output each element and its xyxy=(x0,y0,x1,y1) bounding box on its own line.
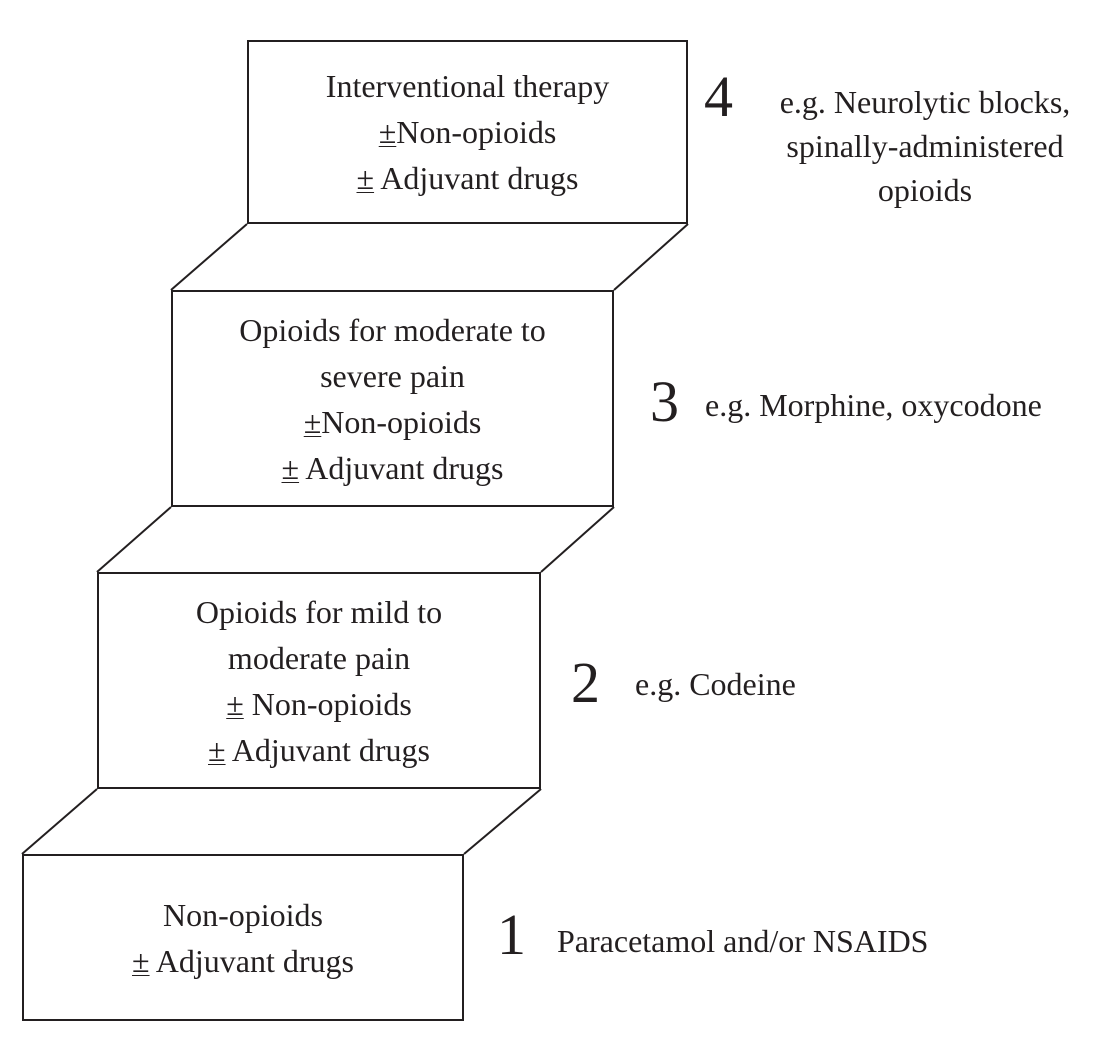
plus-minus-glyph: ± xyxy=(226,685,244,722)
step-3-line-1: Opioids for moderate to xyxy=(239,311,546,348)
step-1-line-2: ± Adjuvant drugs xyxy=(132,942,354,979)
step-3-line-4: ± Adjuvant drugs xyxy=(281,449,504,486)
connector-4-3-right xyxy=(613,223,689,291)
step-4-example-line-2: spinally-administered xyxy=(786,128,1064,164)
connector-4-3-left xyxy=(170,223,248,291)
plus-minus-glyph: ± xyxy=(378,114,397,150)
step-4-line-2: ±Non-opioids xyxy=(378,114,557,150)
step-3-box: Opioids for moderate to severe pain ±Non… xyxy=(171,290,614,507)
plus-minus-glyph: ± xyxy=(356,160,375,196)
step-4-example-line-1: e.g. Neurolytic blocks, xyxy=(779,84,1071,120)
step-3-line-2: severe pain xyxy=(320,357,465,394)
step-4-line-3: ± Adjuvant drugs xyxy=(356,160,579,196)
step-4-example: e.g. Neurolytic blocks, spinally-adminis… xyxy=(760,80,1090,212)
step-4-box: Interventional therapy ±Non-opioids ± Ad… xyxy=(247,40,688,224)
step-3-number: 3 xyxy=(650,369,679,434)
plus-minus-glyph: ± xyxy=(281,449,300,486)
plus-minus-glyph: ± xyxy=(303,403,322,440)
step-2-line-4: ± Adjuvant drugs xyxy=(208,731,430,768)
step-1-line-1: Non-opioids xyxy=(163,896,323,933)
step-4-example-line-3: opioids xyxy=(877,172,973,208)
step-1-box: Non-opioids ± Adjuvant drugs xyxy=(22,854,464,1021)
step-3-line-3: ±Non-opioids xyxy=(303,403,482,440)
step-4-line-1: Interventional therapy xyxy=(325,68,610,104)
step-2-line-1: Opioids for mild to xyxy=(195,593,443,630)
connector-3-2-right xyxy=(540,506,615,573)
plus-minus-glyph: ± xyxy=(208,731,226,768)
step-1-number: 1 xyxy=(497,902,526,967)
step-3-example: e.g. Morphine, oxycodone xyxy=(705,387,1042,423)
connector-3-2-left xyxy=(96,506,172,573)
step-2-line-2: moderate pain xyxy=(227,639,411,676)
connector-2-1-right xyxy=(463,788,542,855)
step-2-number: 2 xyxy=(571,650,600,715)
step-2-line-3: ± Non-opioids xyxy=(226,685,412,722)
plus-minus-glyph: ± xyxy=(132,942,150,979)
step-4-number: 4 xyxy=(704,64,733,129)
step-1-example: Paracetamol and/or NSAIDS xyxy=(557,923,929,959)
step-2-example: e.g. Codeine xyxy=(635,666,796,702)
step-2-box: Opioids for mild to moderate pain ± Non-… xyxy=(97,572,541,789)
connector-2-1-left xyxy=(21,788,98,855)
